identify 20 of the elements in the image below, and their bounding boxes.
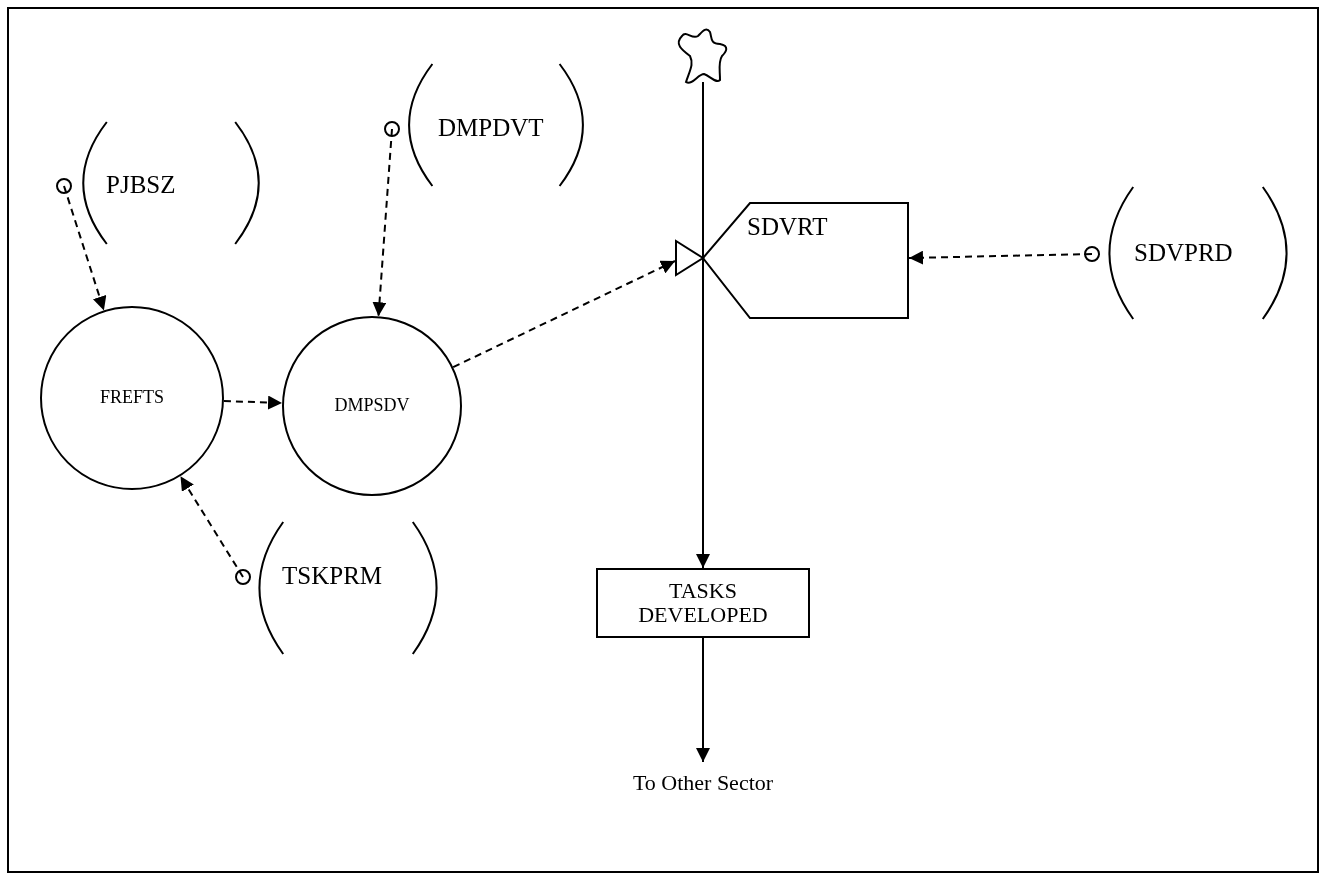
- information-link-arrow: [452, 260, 676, 369]
- node-label: TSKPRM: [282, 562, 383, 590]
- information-link-arrow: [179, 475, 244, 578]
- node-label: SDVPRD: [1134, 239, 1233, 267]
- node-label: SDVRT: [747, 213, 828, 241]
- auxiliary-circle: [282, 316, 462, 496]
- node-label: DMPSDV: [333, 396, 411, 416]
- information-link-arrow: [63, 185, 107, 312]
- auxiliary-circle: [40, 306, 224, 490]
- node-label: TASKS DEVELOPED: [637, 578, 769, 628]
- node-label: FREFTS: [99, 388, 165, 408]
- stock-box: [596, 568, 810, 638]
- node-label: PJBSZ: [106, 171, 176, 199]
- flow-arrow: [696, 81, 710, 569]
- information-link-arrow: [908, 250, 1093, 265]
- node-label: To Other Sector: [631, 770, 775, 796]
- node-label: DMPDVT: [438, 114, 544, 142]
- flow-arrow: [696, 637, 710, 763]
- information-link-arrow: [222, 395, 284, 410]
- information-link-arrow: [372, 128, 393, 318]
